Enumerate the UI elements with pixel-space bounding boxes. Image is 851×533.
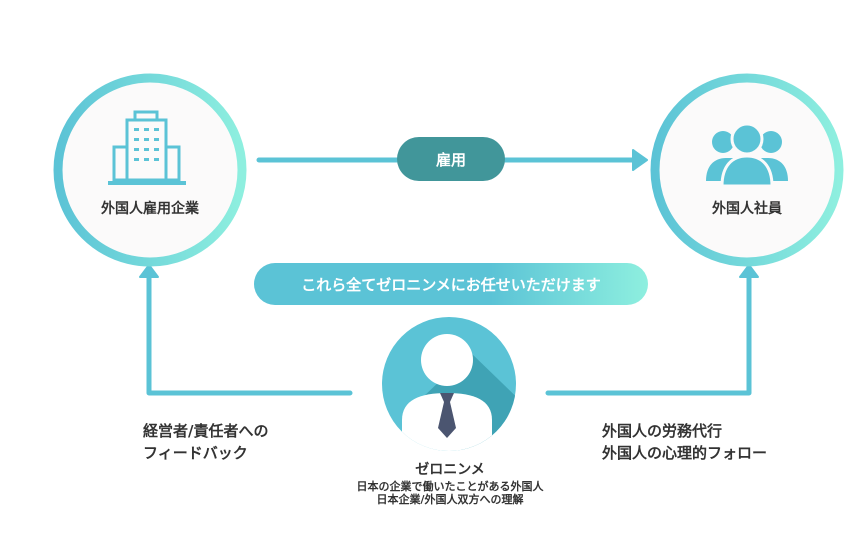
support-arrow <box>545 264 759 396</box>
building-icon <box>108 110 186 185</box>
center-node-text: ゼロニンメ 日本の企業で働いたことがある外国人 日本企業/外国人双方への理解 <box>300 460 600 506</box>
left-caption-line: 経営者/責任者への <box>143 422 269 440</box>
businessman-avatar-icon <box>382 317 516 451</box>
right-caption-line: 外国人の心理的フォロー <box>602 444 768 462</box>
left-node-ring <box>53 73 247 267</box>
service-banner: これら全てゼロニンメにお任せいただけます <box>254 263 648 305</box>
users-icon <box>706 122 788 188</box>
right-caption-line: 外国人の労務代行 <box>602 422 723 440</box>
service-banner-label: これら全てゼロニンメにお任せいただけます <box>301 275 601 294</box>
employment-pill: 雇用 <box>397 137 505 181</box>
employment-pill-label: 雇用 <box>435 150 466 169</box>
left-node-label: 外国人雇用企業 <box>101 201 199 217</box>
right-node-label: 外国人社員 <box>712 201 782 217</box>
left-caption-line: フィードバック <box>143 444 248 462</box>
center-node-line: 日本の企業で働いたことがある外国人 <box>356 480 544 493</box>
right-caption: 外国人の労務代行 外国人の心理的フォロー <box>602 420 767 464</box>
left-caption: 経営者/責任者への フィードバック <box>143 420 268 464</box>
center-node-title: ゼロニンメ <box>415 462 485 478</box>
feedback-arrow <box>139 264 353 396</box>
center-node-line: 日本企業/外国人双方への理解 <box>376 493 524 506</box>
